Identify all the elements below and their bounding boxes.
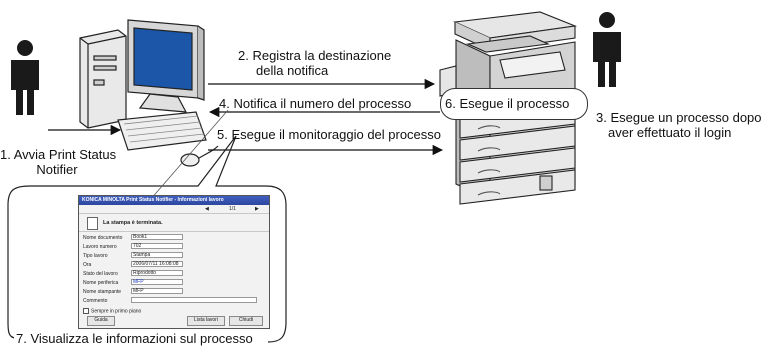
step-1-line2: Notifier	[36, 162, 78, 177]
printer-icon	[439, 11, 578, 205]
step-2-line1: 2. Registra la destinazione	[238, 48, 392, 63]
checkbox-box[interactable]	[83, 308, 89, 314]
window-toolbar: ◀ 1/1 ▶	[79, 205, 269, 214]
step-3-label: 3. Esegue un processo dopo aver effettua…	[596, 110, 762, 140]
field-label: Tipo lavoro	[83, 253, 108, 259]
field-row: Tipo lavoro Stampa	[83, 252, 263, 260]
field-row: Nome stampante MFP	[83, 288, 263, 296]
step-1-label: 1. Avvia Print Status Notifier	[0, 147, 117, 177]
field-label: Nome documento	[83, 235, 123, 241]
window-header: La stampa è terminata.	[79, 214, 269, 232]
job-list-button[interactable]: Lista lavori	[187, 316, 225, 326]
printer-user-person-icon	[593, 12, 621, 87]
field-value: Book1	[131, 234, 183, 240]
field-label: Nome periferica	[83, 280, 119, 286]
field-label: Stato del lavoro	[83, 271, 118, 277]
user-person-icon	[11, 40, 39, 115]
field-row: Lavoro numero 702	[83, 243, 263, 251]
step-2-label: 2. Registra la destinazione della notifi…	[238, 48, 391, 78]
field-value: 702	[131, 243, 183, 249]
prev-arrow-icon[interactable]: ◀	[205, 206, 209, 212]
field-value: MFP	[131, 288, 183, 294]
window-heading: La stampa è terminata.	[103, 220, 163, 226]
step-3-line2: aver effettuato il login	[608, 125, 732, 140]
step-3-line1: 3. Esegue un processo dopo	[596, 110, 762, 125]
field-value: MFP	[131, 279, 183, 285]
field-value	[131, 297, 257, 303]
window-title-bar: KONICA MINOLTA Print Status Notifier - I…	[79, 196, 269, 205]
step-4-label: 4. Notifica il numero del processo	[219, 96, 412, 111]
next-arrow-icon[interactable]: ▶	[255, 206, 259, 212]
field-row: Stato del lavoro Riprodotto	[83, 270, 263, 278]
guide-button[interactable]: Guida	[87, 316, 115, 326]
job-info-window: KONICA MINOLTA Print Status Notifier - I…	[78, 195, 270, 329]
field-row: Nome periferica MFP	[83, 279, 263, 287]
always-on-top-label: Sempre in primo piano	[91, 308, 142, 315]
field-list: Nome documento Book1 Lavoro numero 702 T…	[79, 232, 269, 308]
field-label: Nome stampante	[83, 289, 122, 295]
page-indicator: 1/1	[229, 206, 236, 212]
step-7-label: 7. Visualizza le informazioni sul proces…	[14, 331, 255, 346]
document-icon	[87, 217, 98, 230]
step-6-label: 6. Esegue il processo	[445, 96, 570, 111]
computer-icon	[79, 19, 219, 167]
field-value: 2006/07/11 16:08:08	[131, 261, 183, 267]
field-label: Ora	[83, 262, 92, 268]
pointer-line	[149, 109, 229, 201]
field-label: Commento	[83, 298, 108, 304]
step-5-label: 5. Esegue il monitoraggio del processo	[217, 127, 442, 142]
field-row: Ora 2006/07/11 16:08:08	[83, 261, 263, 269]
field-label: Lavoro numero	[83, 244, 117, 250]
always-on-top-checkbox[interactable]: Sempre in primo piano	[83, 308, 141, 314]
field-row: Commento	[83, 297, 263, 305]
callout-step-7-border	[7, 135, 287, 343]
field-value: Riprodotto	[131, 270, 183, 276]
field-value: Stampa	[131, 252, 183, 258]
field-row: Nome documento Book1	[83, 234, 263, 242]
close-button[interactable]: Chiudi	[229, 316, 263, 326]
step-2-line2: della notifica	[256, 63, 329, 78]
step-1-line1: 1. Avvia Print Status	[0, 147, 117, 162]
step-6-bubble	[440, 88, 588, 120]
